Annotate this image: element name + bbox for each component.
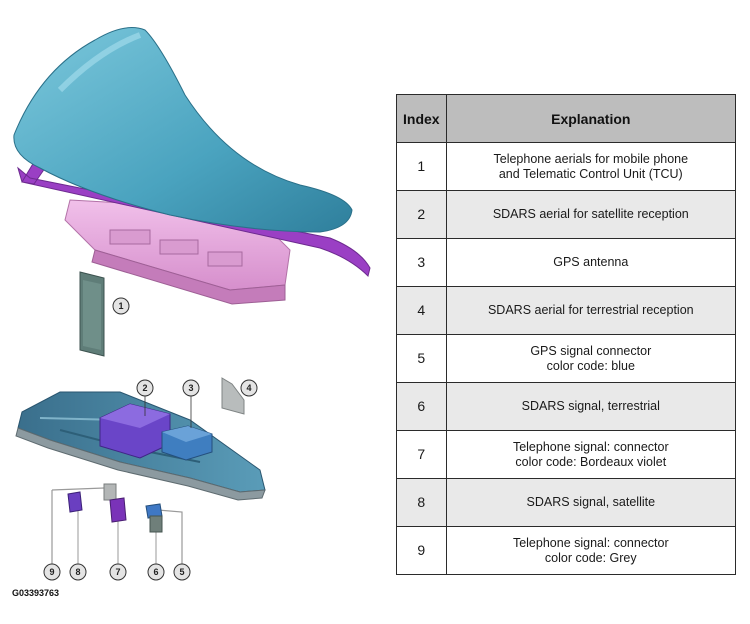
callout-3: 3 [182,379,200,397]
antenna-fin-cover [13,27,353,233]
figure-code: G03393763 [12,588,60,598]
table-row: 4 SDARS aerial for terrestrial reception [396,286,737,335]
explanation-line: SDARS signal, terrestrial [521,399,660,413]
callout-6: 6 [147,563,165,581]
table-row: 7 Telephone signal: connector color code… [396,430,737,479]
row-explanation: SDARS aerial for terrestrial reception [445,286,737,335]
explanation-line: color code: Grey [544,550,637,565]
row-index: 6 [396,382,447,431]
table-row: 1 Telephone aerials for mobile phone and… [396,142,737,191]
explanation-line: Telephone aerials for mobile phone [493,151,689,166]
explanation-line: Telephone signal: connector [512,535,669,550]
callout-7: 7 [109,563,127,581]
callout-9-label: 9 [49,567,54,577]
callout-1-label: 1 [118,301,123,311]
row-explanation: Telephone aerials for mobile phone and T… [445,142,737,191]
explanation-line: Telephone signal: connector [512,439,669,454]
callout-8: 8 [69,563,87,581]
row-index: 9 [396,526,447,575]
callout-2: 2 [136,379,154,397]
explanation-line: color code: blue [546,358,635,373]
explanation-line: GPS antenna [553,255,629,269]
gps-antenna-module [161,425,213,461]
table-row: 9 Telephone signal: connector color code… [396,526,737,575]
table-header-row: Index Explanation [396,94,737,143]
legend-table: Index Explanation 1 Telephone aerials fo… [396,94,737,575]
row-index: 5 [396,334,447,383]
row-explanation: SDARS aerial for satellite reception [445,190,737,239]
row-index: 7 [396,430,447,479]
row-explanation: SDARS signal, satellite [445,478,737,527]
row-explanation: SDARS signal, terrestrial [445,382,737,431]
row-index: 8 [396,478,447,527]
row-index: 3 [396,238,447,287]
row-index: 4 [396,286,447,335]
callout-5: 5 [173,563,191,581]
row-explanation: GPS antenna [445,238,737,287]
explanation-line: and Telematic Control Unit (TCU) [498,166,683,181]
callout-5-label: 5 [179,567,184,577]
callout-8-label: 8 [75,567,80,577]
explanation-line: SDARS signal, satellite [526,495,656,509]
table-row: 8 SDARS signal, satellite [396,478,737,527]
table-row: 3 GPS antenna [396,238,737,287]
callout-4-label: 4 [246,383,251,393]
sdars-terrestrial-plate [221,377,245,415]
explanation-line: SDARS aerial for terrestrial reception [487,303,694,317]
row-explanation: Telephone signal: connector color code: … [445,526,737,575]
table-row: 5 GPS signal connector color code: blue [396,334,737,383]
explanation-line: GPS signal connector [530,343,652,358]
row-explanation: GPS signal connector color code: blue [445,334,737,383]
callout-6-label: 6 [153,567,158,577]
antenna-exploded-illustration: 1 2 3 4 9 8 7 6 5 [13,27,371,581]
explanation-line: color code: Bordeaux violet [515,454,667,469]
explanation-line: SDARS aerial for satellite reception [492,207,689,221]
row-index: 2 [396,190,447,239]
header-explanation: Explanation [445,94,737,143]
connector-bracket-left [51,487,105,568]
callout-1: 1 [112,297,130,315]
table-row: 2 SDARS aerial for satellite reception [396,190,737,239]
row-index: 1 [396,142,447,191]
header-index: Index [396,94,447,143]
connector-sdars-satellite [67,491,83,513]
callout-2-label: 2 [142,383,147,393]
callout-3-label: 3 [188,383,193,393]
telephone-aerial-plate [79,271,105,357]
connector-sdars-terrestrial [149,515,163,533]
table-row: 6 SDARS signal, terrestrial [396,382,737,431]
connector-bordeaux-violet [109,497,127,523]
connector-bracket-right [157,509,183,568]
callout-9: 9 [43,563,61,581]
callout-4: 4 [240,379,258,397]
connector-grey [103,483,117,501]
callout-7-label: 7 [115,567,120,577]
row-explanation: Telephone signal: connector color code: … [445,430,737,479]
